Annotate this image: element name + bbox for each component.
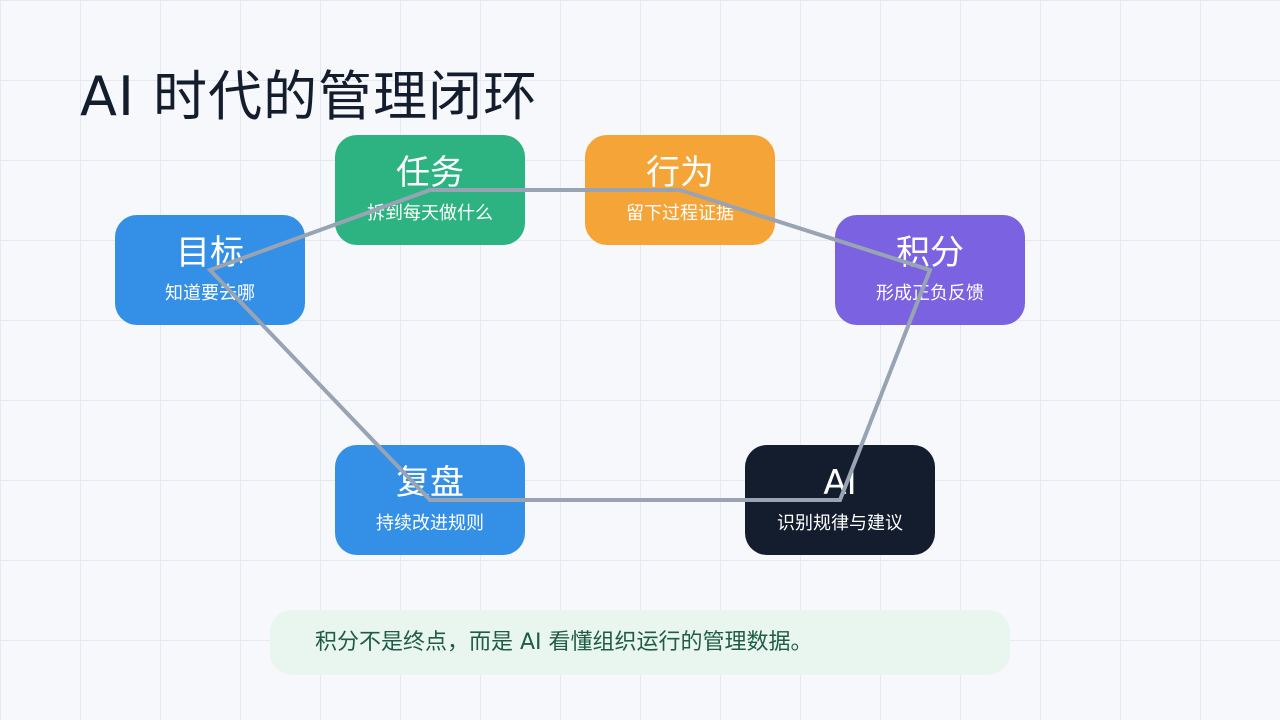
node-action-desc: 留下过程证据 [626,203,734,224]
node-task-name: 任务 [396,153,464,193]
node-task-desc: 拆到每天做什么 [367,203,493,224]
node-ai: AI 识别规律与建议 [745,445,935,555]
summary-note: 积分不是终点，而是 AI 看懂组织运行的管理数据。 [270,610,1010,675]
node-review-desc: 持续改进规则 [376,513,484,534]
node-ai-name: AI [823,463,857,503]
node-review: 复盘 持续改进规则 [335,445,525,555]
node-goal: 目标 知道要去哪 [115,215,305,325]
node-action-name: 行为 [646,153,714,193]
node-ai-desc: 识别规律与建议 [777,513,903,534]
node-review-name: 复盘 [396,463,464,503]
node-points: 积分 形成正负反馈 [835,215,1025,325]
node-action: 行为 留下过程证据 [585,135,775,245]
node-goal-desc: 知道要去哪 [165,283,255,304]
node-goal-name: 目标 [176,233,244,273]
node-task: 任务 拆到每天做什么 [335,135,525,245]
node-points-desc: 形成正负反馈 [876,283,984,304]
page-title: AI 时代的管理闭环 [80,65,539,128]
node-points-name: 积分 [896,233,964,273]
